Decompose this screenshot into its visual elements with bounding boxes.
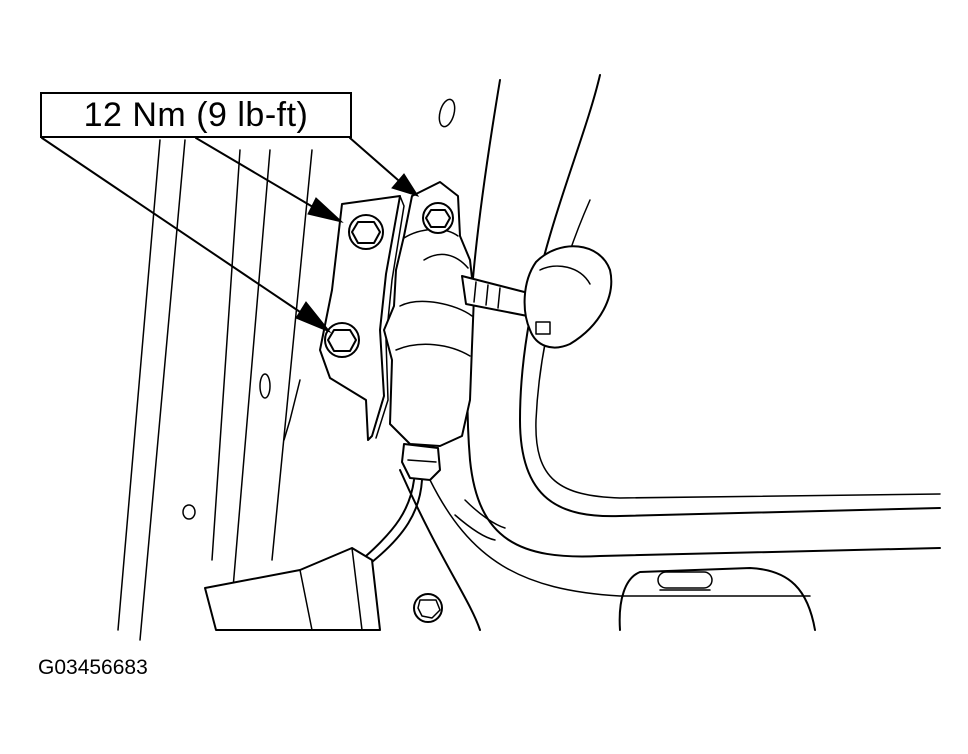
wiring-connector — [401, 443, 441, 481]
mounting-bracket — [319, 195, 405, 441]
wiring-harness — [365, 479, 423, 563]
callout-arrowheads — [295, 173, 420, 334]
lower-bolt-icon — [413, 593, 443, 623]
harness-grommet — [204, 547, 381, 631]
callout-leader-lines — [41, 137, 399, 317]
torque-label: 12 Nm (9 lb-ft) — [83, 95, 309, 134]
check-arm-stop — [523, 245, 613, 349]
body-holes — [182, 98, 456, 520]
lower-trim-panel — [618, 567, 816, 631]
torque-callout-box: 12 Nm (9 lb-ft) — [40, 92, 352, 138]
upper-right-bolt-icon — [422, 202, 454, 234]
upper-left-bolt-icon — [348, 214, 384, 250]
lower-left-bolt-icon — [324, 322, 360, 358]
door-check-body — [383, 181, 475, 447]
door-pillar-lines — [117, 139, 313, 641]
figure-id: G03456683 — [38, 656, 148, 679]
door-opening-frame — [399, 74, 941, 631]
